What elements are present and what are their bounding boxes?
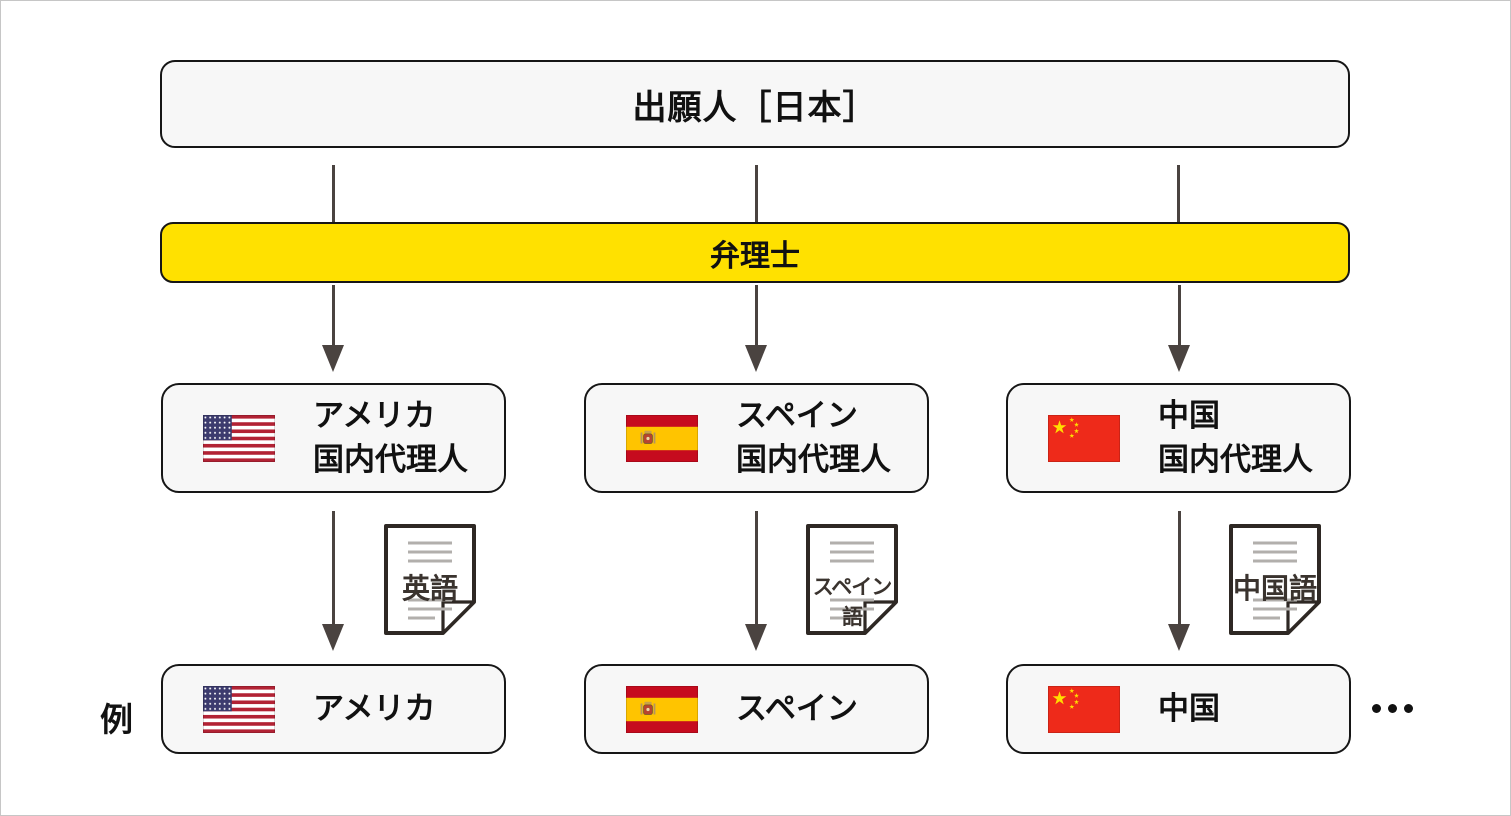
agent-box-china: 中国 国内代理人 [1006,383,1351,493]
country-label: スペイン [736,691,858,726]
document-page-icon [384,524,476,635]
spain-coat-of-arms [640,701,656,715]
agent-label: 中国 国内代理人 [1158,398,1313,477]
country-box-spain: スペイン [584,664,929,754]
document-icon-chinese: 中国語 [1228,523,1322,637]
document-icon-english: 英語 [383,523,477,637]
arrow-down-icon [1168,511,1190,651]
country-box-china: 中国 [1006,664,1351,754]
attorney-label: 弁理士 [710,239,800,273]
usa-flag-icon [203,685,275,733]
china-flag-icon [1048,685,1120,733]
agent-label: アメリカ 国内代理人 [313,398,468,477]
arrow-down-icon [322,511,344,651]
document-page-icon [806,524,898,635]
connector-line [1177,165,1180,222]
usa-flag-icon [203,414,275,462]
example-label: 例 [100,701,133,738]
spain-coat-of-arms [640,430,656,444]
spain-flag-icon [626,414,698,462]
document-icon-spanish: スペイン語 [805,523,899,637]
arrow-down-icon [322,285,344,372]
applicant-box: 出願人［日本］ [160,60,1350,148]
china-flag-icon [1048,414,1120,462]
applicant-label: 出願人［日本］ [632,88,878,127]
document-language-label: 中国語 [1232,573,1317,604]
attorney-box: 弁理士 [160,222,1350,283]
agent-box-spain: スペイン 国内代理人 [584,383,929,493]
country-box-usa: アメリカ [161,664,506,754]
arrow-down-icon [1168,285,1190,372]
document-language-label: スペイン語 [812,576,893,629]
country-label: アメリカ [313,691,436,726]
ellipsis-icon [1372,704,1413,713]
agent-box-usa: アメリカ 国内代理人 [161,383,506,493]
arrow-down-icon [745,285,767,372]
connector-line [755,165,758,222]
spain-flag-icon [626,685,698,733]
document-language-label: 英語 [401,573,458,604]
connector-line [332,165,335,222]
agent-label: スペイン 国内代理人 [736,398,891,477]
country-label: 中国 [1158,691,1220,726]
arrow-down-icon [745,511,767,651]
document-page-icon [1229,524,1321,635]
